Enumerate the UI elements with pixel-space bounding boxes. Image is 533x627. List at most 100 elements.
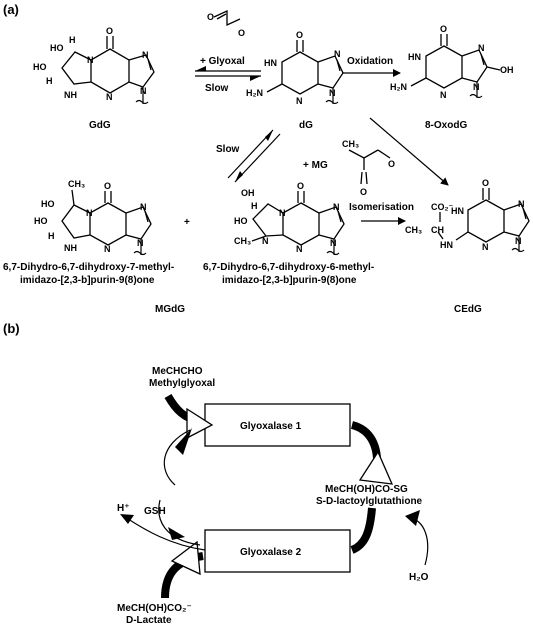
atom-ho: HO	[34, 216, 48, 226]
atom-nh: NH	[64, 90, 77, 100]
atom-hn: HN	[451, 206, 464, 216]
atom-o: O	[440, 24, 447, 34]
atom-hn-side: HN	[440, 240, 453, 250]
atom-o: O	[482, 178, 489, 188]
flux-arrow-lactoylglutathione-in	[350, 507, 376, 554]
reagent-slow-top: Slow	[205, 83, 229, 94]
atom-n: N	[142, 50, 149, 60]
atom-hn: HN	[408, 52, 421, 62]
reagent-isomerisation: Isomerisation	[349, 202, 414, 213]
atom-n: N	[262, 236, 269, 246]
atom-o: O	[207, 12, 214, 22]
atom-h2n: H₂N	[390, 82, 407, 92]
atom-n: N	[478, 43, 485, 53]
glyoxalase-2-box	[204, 529, 351, 573]
atom-n: N	[473, 82, 480, 92]
atom-n: N	[137, 238, 144, 248]
water-label: H₂O	[409, 572, 429, 583]
oxodg-structure: O HN N N N OH H₂N	[390, 24, 514, 100]
label-oxodg: 8-OxodG	[425, 120, 467, 131]
mg-isomer1-structure: O CH₃ N N N N HO HO H NH	[34, 179, 152, 256]
atom-n: N	[104, 244, 111, 254]
methylglyoxal-formula: MeCHCHO	[152, 366, 203, 377]
label-gdg: GdG	[89, 120, 111, 131]
label-mg-isomer1-line1: 6,7-Dihydro-6,7-dihydroxy-7-methyl-	[3, 262, 174, 273]
atom-h: H	[48, 231, 55, 241]
open-arrowhead-in-1	[186, 407, 214, 440]
mg-isomer2-structure: O OH H HO CH₃ N N N N N	[234, 181, 345, 256]
hplus-label: H⁺	[117, 503, 130, 514]
atom-n: N	[279, 208, 286, 218]
label-dg: dG	[299, 120, 313, 131]
open-arrowhead-out-2	[170, 540, 201, 576]
atom-n: N	[329, 88, 336, 98]
atom-ho: HO	[50, 43, 64, 53]
atom-o: O	[360, 187, 367, 197]
glyoxalase-1-label: Glyoxalase 1	[240, 421, 302, 432]
plus-sign: +	[184, 217, 190, 228]
glyoxal-structure: O O	[207, 9, 245, 38]
label-mgdg: MGdG	[155, 304, 185, 315]
dg-structure: O HN N N N H₂N	[246, 30, 344, 106]
methylglyoxal-structure: CH₃ O O	[342, 139, 395, 197]
atom-hn: HN	[264, 58, 277, 68]
atom-ho: HO	[234, 216, 248, 226]
water-arc-in	[407, 516, 429, 566]
lactate-name: D-Lactate	[126, 615, 172, 626]
equilibrium-arrows-top	[195, 66, 261, 81]
arrow-dg-to-cedg	[369, 117, 449, 186]
atom-h: H	[69, 35, 76, 45]
reagent-glyoxal: + Glyoxal	[200, 56, 245, 67]
lactoylglutathione-formula: MeCH(OH)CO-SG	[325, 484, 408, 495]
atom-o: O	[106, 26, 113, 36]
atom-n: N	[86, 208, 93, 218]
methylglyoxal-name: Methylglyoxal	[149, 378, 215, 389]
atom-n: N	[515, 236, 522, 246]
filled-arrowhead-gsh-out	[168, 527, 185, 540]
glyoxalase-2-label: Glyoxalase 2	[240, 547, 302, 558]
reagent-slow-mid: Slow	[216, 144, 240, 155]
lactoylglutathione-name: S-D-lactoylglutathione	[316, 496, 423, 507]
atom-co2-minus: CO₂⁻	[431, 202, 453, 212]
atom-n: N	[296, 96, 303, 106]
filled-arrowhead-water	[405, 510, 420, 526]
equilibrium-arrows-mid	[227, 129, 281, 183]
atom-nh: NH	[64, 243, 77, 253]
atom-h: H	[251, 201, 258, 211]
gsh-arc-from-glyoxalase-2	[158, 499, 201, 546]
filled-arrowhead-hplus	[120, 514, 134, 524]
atom-ch3: CH₃	[68, 179, 85, 189]
atom-o: O	[238, 28, 245, 38]
atom-n: N	[440, 90, 447, 100]
open-arrowhead-out-1	[358, 450, 394, 485]
atom-h: H	[46, 76, 53, 86]
gsh-arc-to-glyoxalase-1	[163, 429, 191, 486]
label-cedg: CEdG	[454, 304, 482, 315]
label-mg-isomer2-line1: 6,7-Dihydro-6,7-dihydroxy-6-methyl-	[203, 262, 374, 273]
glyoxalase-1-box	[204, 403, 351, 447]
label-mg-isomer1-line2: imidazo-[2,3-b]purin-9(8)one	[20, 275, 155, 286]
panel-label-b: (b)	[3, 321, 20, 336]
atom-oh: OH	[500, 65, 514, 75]
atom-n: N	[334, 49, 341, 59]
atom-n: N	[482, 242, 489, 252]
atom-ho: HO	[41, 199, 55, 209]
atom-n: N	[296, 244, 303, 254]
atom-o: O	[104, 181, 111, 191]
atom-n: N	[87, 55, 94, 65]
reagent-mg: + MG	[303, 160, 328, 171]
atom-n: N	[333, 202, 340, 212]
atom-n: N	[518, 199, 525, 209]
label-mg-isomer2-line2: imidazo-[2,3-b]purin-9(8)one	[222, 275, 357, 286]
atom-o: O	[388, 159, 395, 169]
lactate-formula: MeCH(OH)CO₂⁻	[117, 603, 192, 614]
atom-oh: OH	[241, 188, 255, 198]
atom-o: O	[296, 30, 303, 40]
gdg-structure: O N N N N HO HO H H NH	[33, 26, 155, 105]
atom-ch3: CH₃	[342, 139, 359, 149]
atom-n: N	[140, 202, 147, 212]
atom-ho: HO	[33, 62, 47, 72]
hplus-arc	[124, 516, 206, 551]
atom-o: O	[297, 181, 304, 191]
